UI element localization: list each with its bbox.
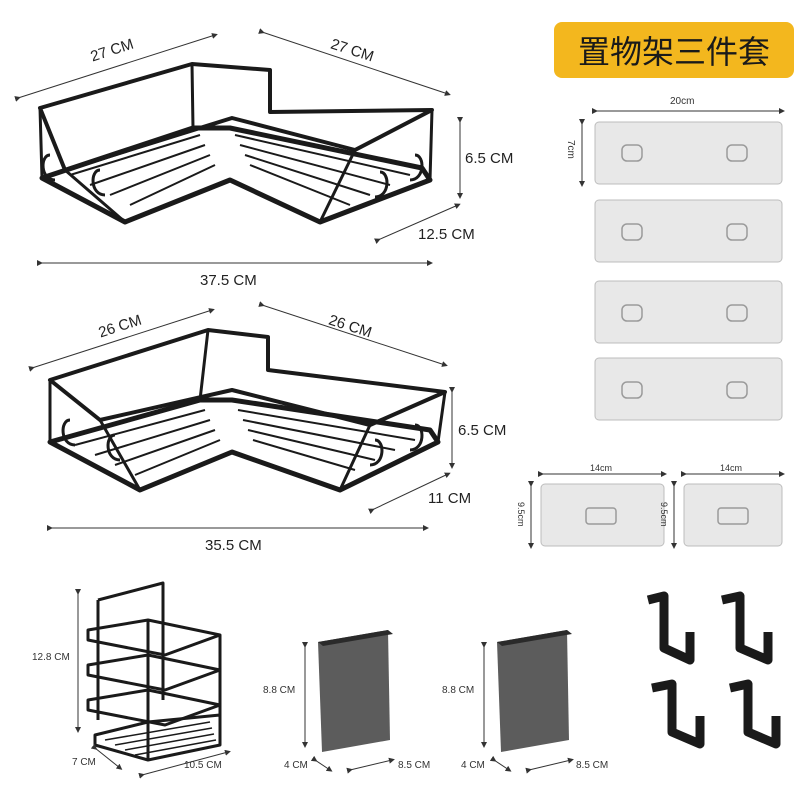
cup-2-height-label: 8.8 CM [442, 685, 475, 696]
rack-top-height-label: 6.5 CM [465, 150, 514, 167]
basket-height-label: 12.8 CM [32, 652, 70, 663]
cup-1-width-label: 8.5 CM [398, 760, 431, 771]
corner-rack-medium [47, 328, 447, 493]
cup-1-height-label: 8.8 CM [263, 685, 296, 696]
rack-top-width-label: 37.5 CM [200, 272, 257, 289]
product-title: 置物架三件套 [577, 33, 770, 71]
basket-depth-label: 7 CM [72, 757, 96, 768]
pad-large-height-label: 7cm [565, 140, 576, 159]
storage-cups [318, 630, 572, 752]
pad-small-1-width-label: 14cm [590, 463, 613, 473]
s-hooks [646, 591, 781, 749]
pad-large-width-label: 20cm [670, 96, 695, 107]
cup-2-depth-label: 4 CM [461, 760, 485, 771]
dims-cups [302, 642, 574, 774]
cup-1-depth-label: 4 CM [284, 760, 308, 771]
cup-2-width-label: 8.5 CM [576, 760, 609, 771]
dims-pads-large [579, 108, 785, 187]
dims-pads-small [528, 471, 785, 549]
adhesive-pads-large [594, 121, 783, 421]
pad-small-2-width-label: 14cm [720, 463, 743, 473]
rack-mid-width-label: 35.5 CM [205, 537, 262, 554]
adhesive-pads-small [540, 483, 783, 547]
pad-small-2-height-label: 9.5cm [659, 502, 669, 527]
rack-mid-height-label: 6.5 CM [458, 422, 507, 439]
product-title-badge: 置物架三件套 [554, 22, 794, 78]
pad-small-1-height-label: 9.5cm [516, 502, 526, 527]
rack-top-depth-label: 12.5 CM [418, 226, 475, 243]
rack-mid-depth-label: 11 CM [428, 490, 472, 507]
dims-rack-top [14, 28, 463, 266]
dims-rack-mid [28, 301, 455, 531]
basket-width-label: 10.5 CM [184, 760, 222, 771]
corner-rack-large [38, 62, 434, 225]
wire-basket [86, 581, 222, 762]
dims-basket [75, 589, 231, 779]
